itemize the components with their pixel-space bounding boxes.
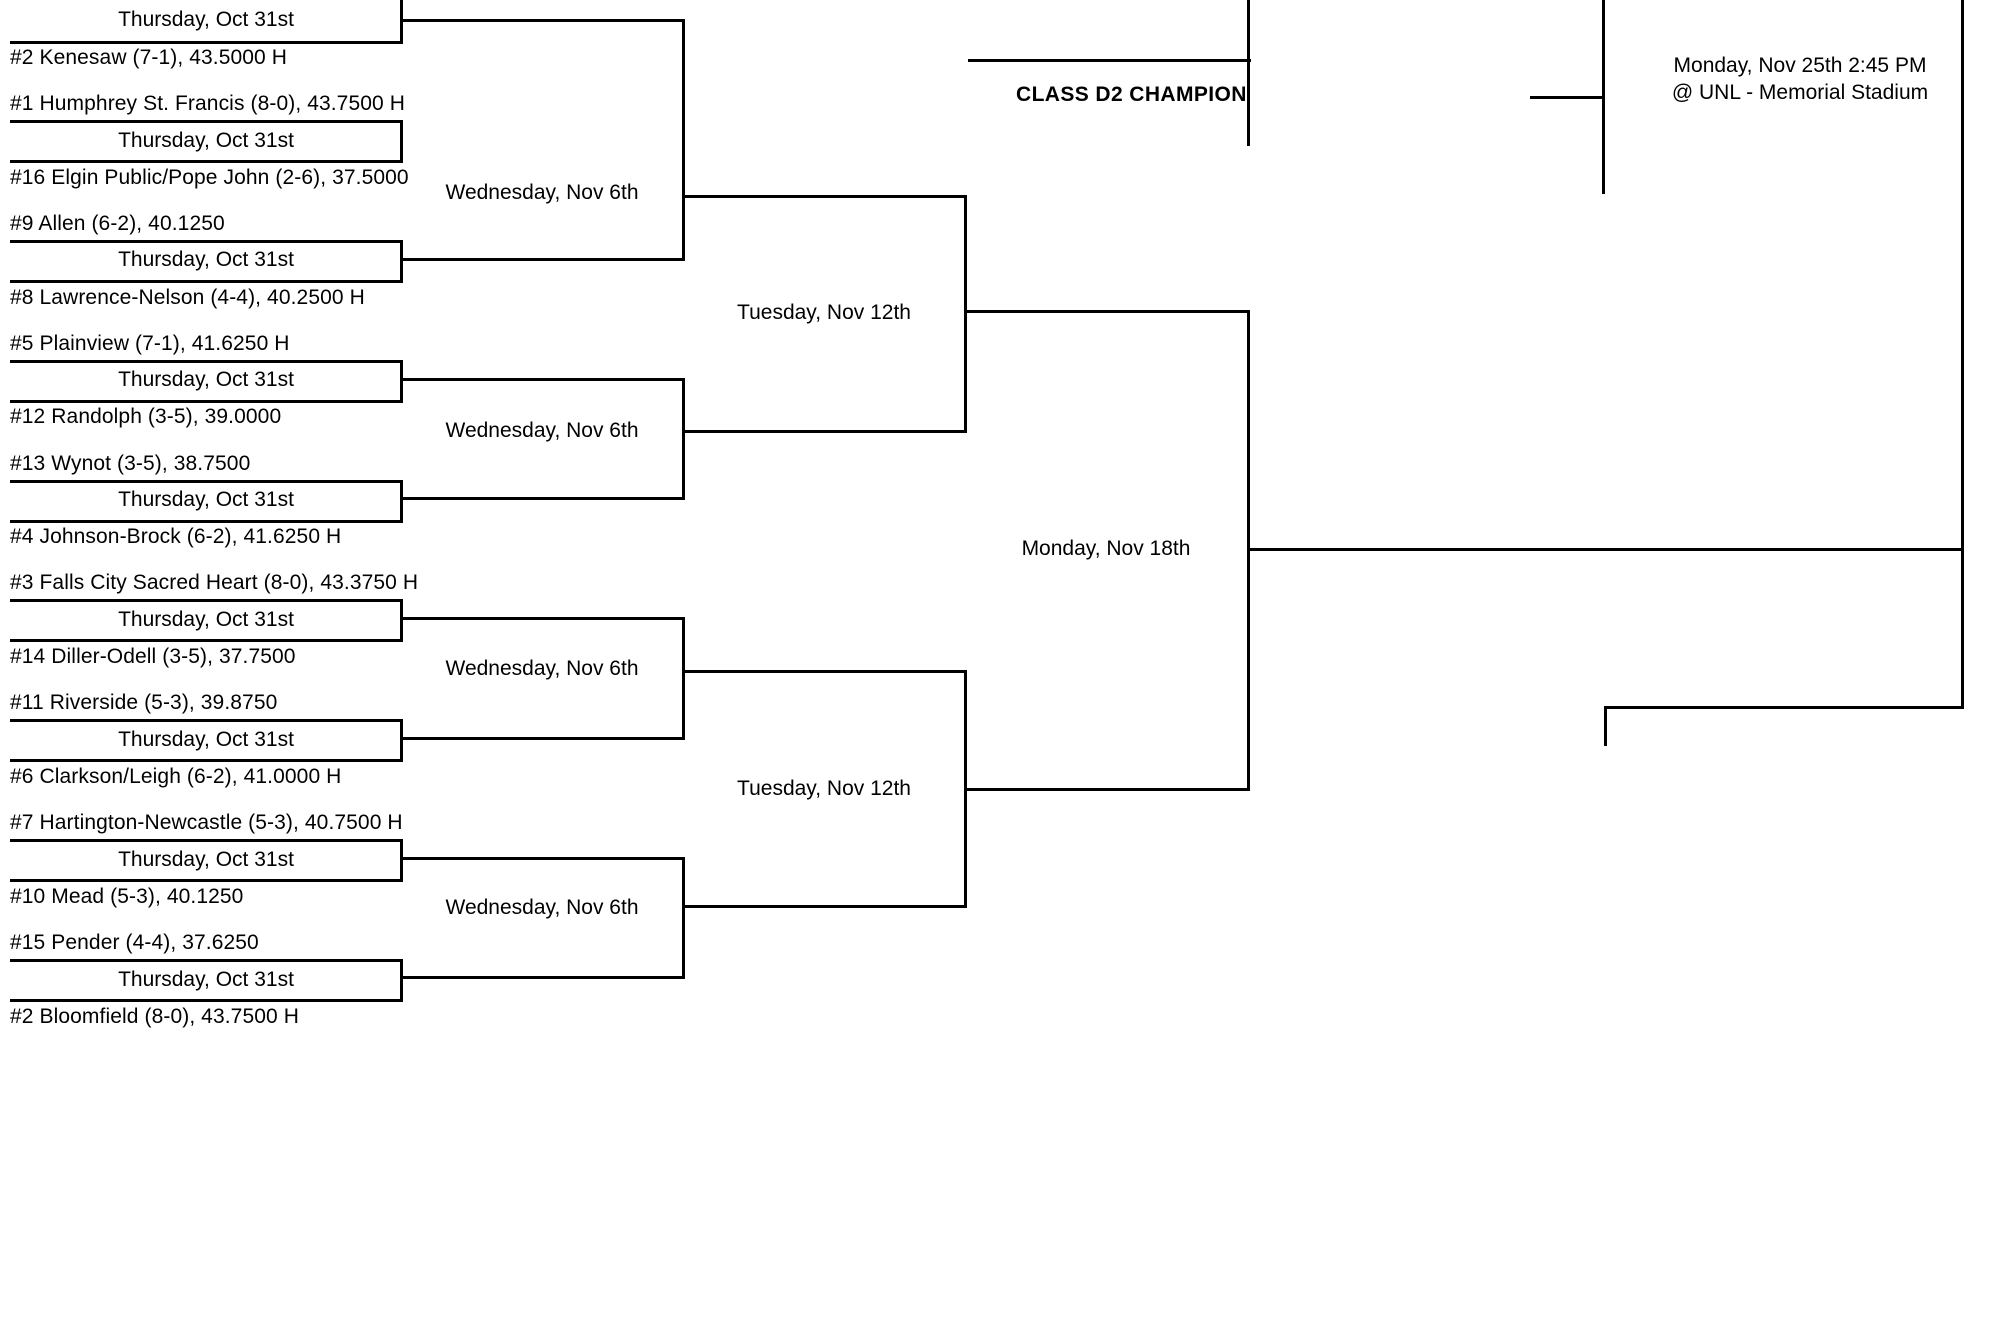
round1-match-3-top-line bbox=[10, 240, 403, 243]
round1-match-9-connector bbox=[400, 959, 403, 1001]
semifinal-bottom-arm bbox=[964, 788, 1250, 791]
team-humphrey-st-francis: #1 Humphrey St. Francis (8-0), 43.7500 H bbox=[10, 92, 406, 115]
final-game-datetime: Monday, Nov 25th 2:45 PM bbox=[1673, 54, 1927, 77]
championship-bottom-edge bbox=[1604, 706, 1964, 709]
team-pender: #15 Pender (4-4), 37.6250 bbox=[10, 931, 259, 954]
team-johnson-brock: #4 Johnson-Brock (6-2), 41.6250 H bbox=[10, 525, 342, 548]
round1-match-3-bottom-line bbox=[10, 280, 403, 283]
round1-match-6-date: Thursday, Oct 31st bbox=[118, 608, 294, 631]
team-kenesaw: #2 Kenesaw (7-1), 43.5000 H bbox=[10, 46, 288, 69]
round1-match-4-connector bbox=[400, 360, 403, 402]
final-connector bbox=[1247, 0, 1250, 146]
team-diller-odell: #14 Diller-Odell (3-5), 37.7500 bbox=[10, 645, 296, 668]
class-d2-champion-label: CLASS D2 CHAMPION bbox=[1016, 83, 1247, 106]
round1-match-6-top-line bbox=[10, 599, 403, 602]
team-randolph: #12 Randolph (3-5), 39.0000 bbox=[10, 405, 282, 428]
team-mead: #10 Mead (5-3), 40.1250 bbox=[10, 885, 244, 908]
round2-match-2-bottom-arm bbox=[400, 497, 685, 500]
championship-right-edge bbox=[1961, 0, 1964, 709]
round1-match-5-connector bbox=[400, 480, 403, 522]
round2-match-3-top-arm bbox=[400, 617, 685, 620]
round1-match-2-date: Thursday, Oct 31st bbox=[118, 129, 294, 152]
round1-match-2-connector bbox=[400, 120, 403, 162]
semifinal-date: Monday, Nov 18th bbox=[1021, 537, 1191, 560]
team-clarkson-leigh: #6 Clarkson/Leigh (6-2), 41.0000 H bbox=[10, 765, 342, 788]
round2-match-4-date: Wednesday, Nov 6th bbox=[445, 896, 639, 919]
round2-match-3-date: Wednesday, Nov 6th bbox=[445, 657, 639, 680]
quarterfinal-match-2-bottom-arm bbox=[682, 905, 967, 908]
quarterfinal-match-2-date: Tuesday, Nov 12th bbox=[737, 777, 911, 800]
round2-match-4-connector bbox=[682, 857, 685, 979]
round1-match-8-date: Thursday, Oct 31st bbox=[118, 848, 294, 871]
round2-match-4-bottom-arm bbox=[400, 976, 685, 979]
team-riverside: #11 Riverside (5-3), 39.8750 bbox=[10, 691, 278, 714]
quarterfinal-match-1-connector bbox=[964, 195, 967, 433]
final-top-arm bbox=[968, 59, 1251, 62]
final-feed-line bbox=[1250, 548, 1963, 551]
round2-match-2-top-arm bbox=[400, 378, 685, 381]
quarterfinal-match-1-bottom-arm bbox=[682, 430, 967, 433]
quarterfinal-match-2-top-arm bbox=[682, 670, 967, 673]
round1-match-5-date: Thursday, Oct 31st bbox=[118, 488, 294, 511]
round1-match-1-date: Thursday, Oct 31st bbox=[118, 8, 294, 31]
round1-match-5-bottom-line bbox=[10, 520, 403, 523]
semifinal-connector bbox=[1247, 310, 1250, 791]
round2-match-1-bottom-arm bbox=[400, 258, 685, 261]
round1-match-3-date: Thursday, Oct 31st bbox=[118, 248, 294, 271]
round1-match-2-top-line bbox=[10, 120, 403, 123]
team-falls-city-sacred-heart: #3 Falls City Sacred Heart (8-0), 43.375… bbox=[10, 571, 419, 594]
round1-match-6-bottom-line bbox=[10, 639, 403, 642]
championship-top-arm bbox=[1530, 96, 1605, 99]
team-plainview: #5 Plainview (7-1), 41.6250 H bbox=[10, 332, 290, 355]
quarterfinal-match-1-top-arm bbox=[682, 195, 967, 198]
championship-lower-left-edge bbox=[1604, 706, 1607, 746]
team-lawrence-nelson: #8 Lawrence-Nelson (4-4), 40.2500 H bbox=[10, 286, 365, 309]
round2-match-1-connector bbox=[682, 19, 685, 261]
round2-match-4-top-arm bbox=[400, 857, 685, 860]
round1-match-7-date: Thursday, Oct 31st bbox=[118, 728, 294, 751]
round2-match-3-connector bbox=[682, 617, 685, 740]
team-wynot: #13 Wynot (3-5), 38.7500 bbox=[10, 452, 251, 475]
final-game-venue: @ UNL - Memorial Stadium bbox=[1671, 81, 1929, 104]
round1-match-9-bottom-line bbox=[10, 999, 403, 1002]
quarterfinal-match-1-date: Tuesday, Nov 12th bbox=[737, 301, 911, 324]
round1-match-3-connector bbox=[400, 240, 403, 282]
round2-match-2-connector bbox=[682, 378, 685, 500]
round1-match-5-top-line bbox=[10, 480, 403, 483]
round1-match-7-top-line bbox=[10, 719, 403, 722]
round1-match-4-bottom-line bbox=[10, 400, 403, 403]
round2-match-1-top-arm bbox=[400, 19, 685, 22]
round1-match-2-bottom-line bbox=[10, 160, 403, 163]
round2-match-3-bottom-arm bbox=[400, 737, 685, 740]
round1-match-8-connector bbox=[400, 839, 403, 881]
round1-match-7-bottom-line bbox=[10, 759, 403, 762]
round1-match-9-date: Thursday, Oct 31st bbox=[118, 968, 294, 991]
round1-match-6-connector bbox=[400, 599, 403, 641]
round1-match-4-top-line bbox=[10, 360, 403, 363]
round2-match-2-date: Wednesday, Nov 6th bbox=[445, 419, 639, 442]
semifinal-top-arm bbox=[964, 310, 1250, 313]
round2-match-1-date: Wednesday, Nov 6th bbox=[445, 181, 639, 204]
round1-match-8-top-line bbox=[10, 839, 403, 842]
round1-match-1-bottom-line bbox=[10, 41, 403, 44]
round1-match-8-bottom-line bbox=[10, 879, 403, 882]
round1-match-7-connector bbox=[400, 719, 403, 761]
round1-match-4-date: Thursday, Oct 31st bbox=[118, 368, 294, 391]
round1-match-9-top-line bbox=[10, 959, 403, 962]
team-elgin-public-pope-john: #16 Elgin Public/Pope John (2-6), 37.500… bbox=[10, 166, 409, 189]
team-allen: #9 Allen (6-2), 40.1250 bbox=[10, 212, 225, 235]
team-hartington-newcastle: #7 Hartington-Newcastle (5-3), 40.7500 H bbox=[10, 811, 403, 834]
final-game-info: Monday, Nov 25th 2:45 PM @ UNL - Memoria… bbox=[1640, 52, 1960, 106]
team-bloomfield: #2 Bloomfield (8-0), 43.7500 H bbox=[10, 1005, 299, 1028]
